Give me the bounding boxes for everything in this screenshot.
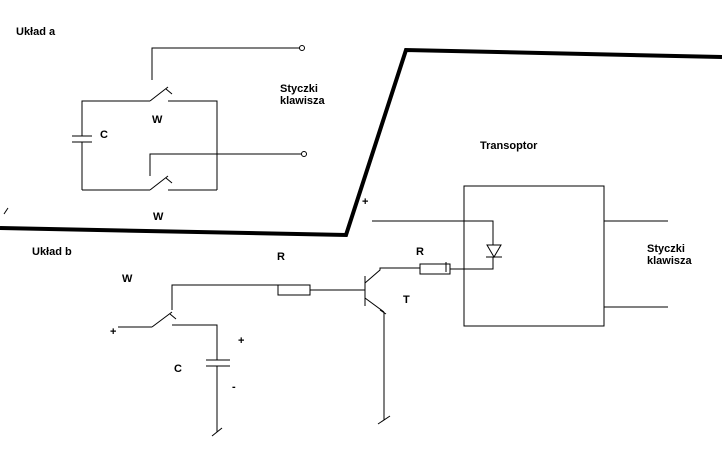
transistor-label: T bbox=[403, 294, 410, 306]
contacts-right-line1: Styczki bbox=[647, 243, 685, 255]
circuit-a: Układ a W W C Styczki klawisza bbox=[16, 26, 326, 223]
optocoupler: + Transoptor Styczki klawisza bbox=[362, 140, 693, 327]
contacts-top-line2: klawisza bbox=[280, 95, 326, 107]
switch-a-label: W bbox=[152, 114, 163, 126]
optocoupler-box bbox=[463, 185, 605, 327]
switch-b-label: W bbox=[122, 273, 133, 285]
contacts-top-line1: Styczki bbox=[280, 83, 318, 95]
terminal-a1 bbox=[299, 45, 305, 51]
section-a-title: Układ a bbox=[16, 26, 56, 38]
section-b-title: Układ b bbox=[32, 246, 72, 258]
optocoupler-plus: + bbox=[362, 196, 368, 208]
capacitor-a bbox=[72, 135, 92, 190]
switch-b-blade bbox=[151, 311, 173, 328]
circuit-b: Układ b + W R bbox=[32, 246, 494, 437]
resistor-r2-label: R bbox=[416, 246, 424, 258]
contacts-right-line2: klawisza bbox=[647, 255, 693, 267]
switch-a2-label: W bbox=[153, 211, 164, 223]
switch-a-top-blade bbox=[149, 86, 169, 102]
cap-b-label: C bbox=[174, 363, 182, 375]
led-diode bbox=[486, 244, 502, 258]
minus-cap: - bbox=[232, 381, 236, 393]
capacitor-b bbox=[206, 359, 230, 437]
terminal-a2 bbox=[301, 151, 307, 157]
resistor-r1-label: R bbox=[277, 251, 285, 263]
resistor-r1 bbox=[277, 284, 311, 296]
divider-line bbox=[0, 47, 722, 238]
plus-input: + bbox=[110, 326, 116, 338]
cap-a-label: C bbox=[100, 129, 108, 141]
plus-cap: + bbox=[238, 335, 244, 347]
transistor-t bbox=[364, 267, 420, 425]
switch-a-bottom-blade bbox=[149, 175, 169, 191]
optocoupler-title: Transoptor bbox=[480, 140, 538, 152]
